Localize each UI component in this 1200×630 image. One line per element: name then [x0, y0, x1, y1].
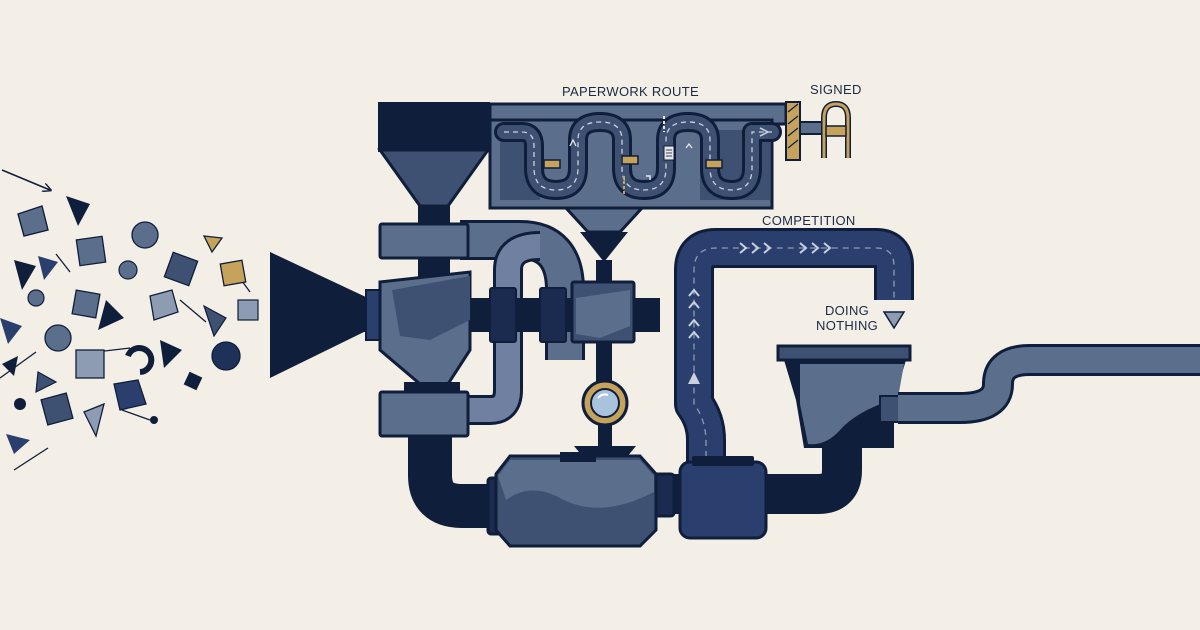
bottom-mixing-tank [494, 452, 658, 548]
intake-funnel-icon [270, 252, 389, 378]
gray-bypass-pipe [460, 220, 585, 425]
signed-gate-icon [785, 100, 851, 161]
arrow-icon [1, 169, 50, 190]
competition-label: COMPETITION [762, 213, 856, 228]
hopper-icon [377, 102, 491, 438]
signed-label: SIGNED [810, 82, 862, 97]
paperwork-route-label: PAPERWORK ROUTE [562, 84, 699, 99]
doing-nothing-basin-icon [776, 344, 912, 448]
competition-pipe-icon [674, 228, 914, 540]
pressure-gauge-icon [574, 379, 636, 458]
doing-nothing-label-line1: DOING [824, 303, 870, 318]
doing-nothing-label-line2: NOTHING [816, 318, 879, 333]
paperwork-route-tank-icon [488, 102, 788, 284]
doing-nothing-label: DOING NOTHING [816, 303, 878, 333]
central-valve [570, 280, 636, 384]
scattered-shapes-icon [0, 169, 259, 471]
outflow-pipe-icon [898, 344, 1200, 424]
